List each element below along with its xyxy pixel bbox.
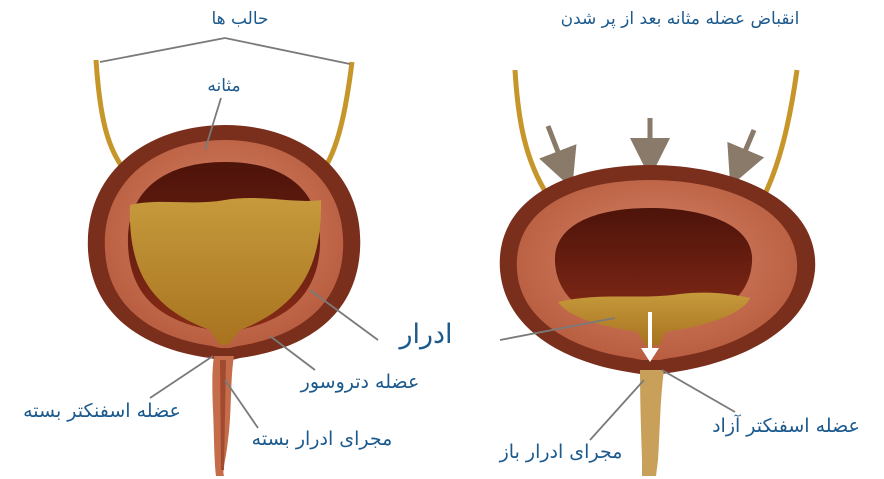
label-contraction: انقباض عضله مثانه بعد از پر شدن [561,9,800,29]
contraction-arrow-left [548,126,565,170]
label-open-sphincter: عضله اسفنکتر آزاد [712,413,860,437]
left-ureter-right [322,62,352,172]
contraction-arrow-right [738,130,754,168]
label-closed-sphincter: عضله اسفنکتر بسته [23,400,181,422]
right-ureter-right [762,70,797,200]
label-urine: ادرار [397,319,452,350]
label-bladder: مثانه [207,76,240,96]
label-open-urethra: مجرای ادرار باز [499,441,623,463]
left-ureter-left [96,60,126,172]
label-detrusor: عضله دتروسور [300,371,420,393]
label-closed-urethra: مجرای ادرار بسته [252,428,393,450]
label-ureters: حالب ها [211,9,268,29]
right-urethra-open [640,370,664,476]
right-ureter-left [515,70,548,196]
